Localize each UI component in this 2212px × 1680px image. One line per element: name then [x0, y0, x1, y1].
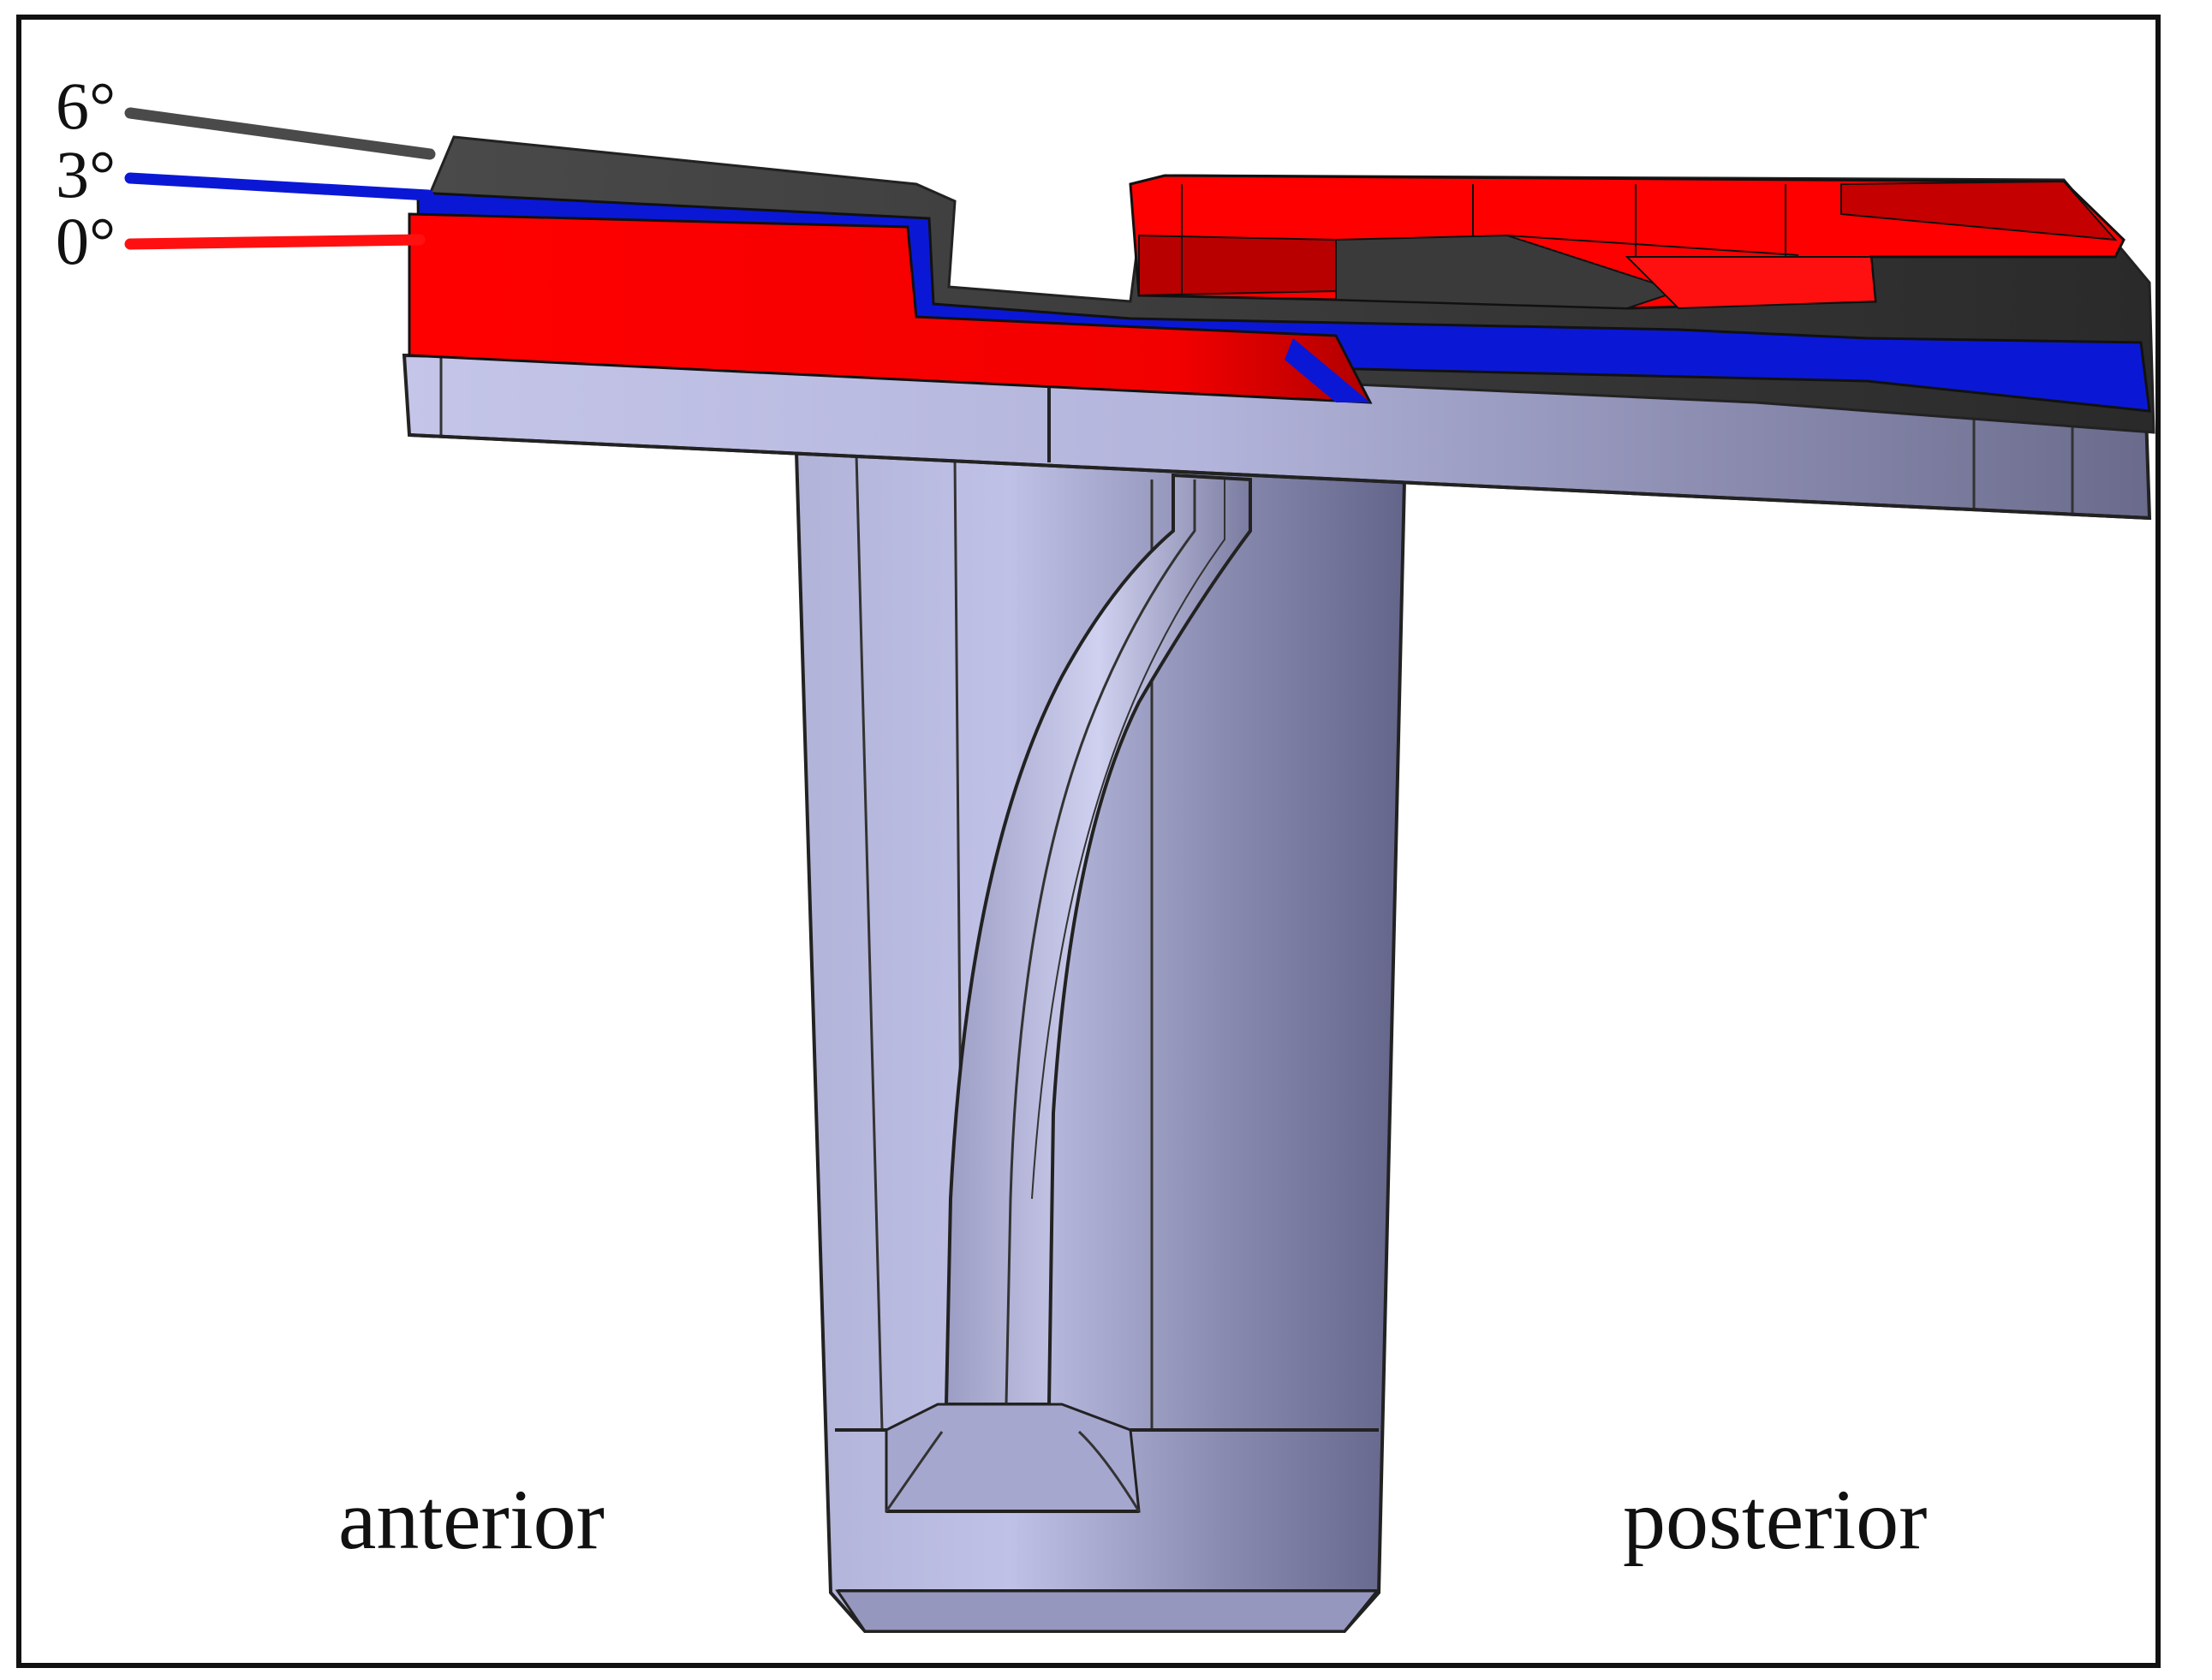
region-label-posterior: posterior [1623, 1472, 1927, 1567]
legend-item-0deg: 0° [56, 204, 426, 278]
insert-0deg [408, 174, 2126, 404]
legend-item-3deg: 3° [56, 137, 434, 211]
angle-legend: 6° 3° 0° [56, 69, 436, 278]
legend-line-6deg [124, 107, 436, 160]
legend-item-6deg: 6° [56, 69, 436, 160]
region-label-anterior: anterior [338, 1472, 605, 1567]
legend-line-0deg [124, 234, 426, 250]
legend-label-6deg: 6° [56, 69, 116, 143]
stem-channel [885, 473, 1252, 1513]
legend-label-3deg: 3° [56, 137, 116, 211]
legend-label-0deg: 0° [56, 204, 116, 278]
legend-line-3deg [124, 172, 434, 201]
